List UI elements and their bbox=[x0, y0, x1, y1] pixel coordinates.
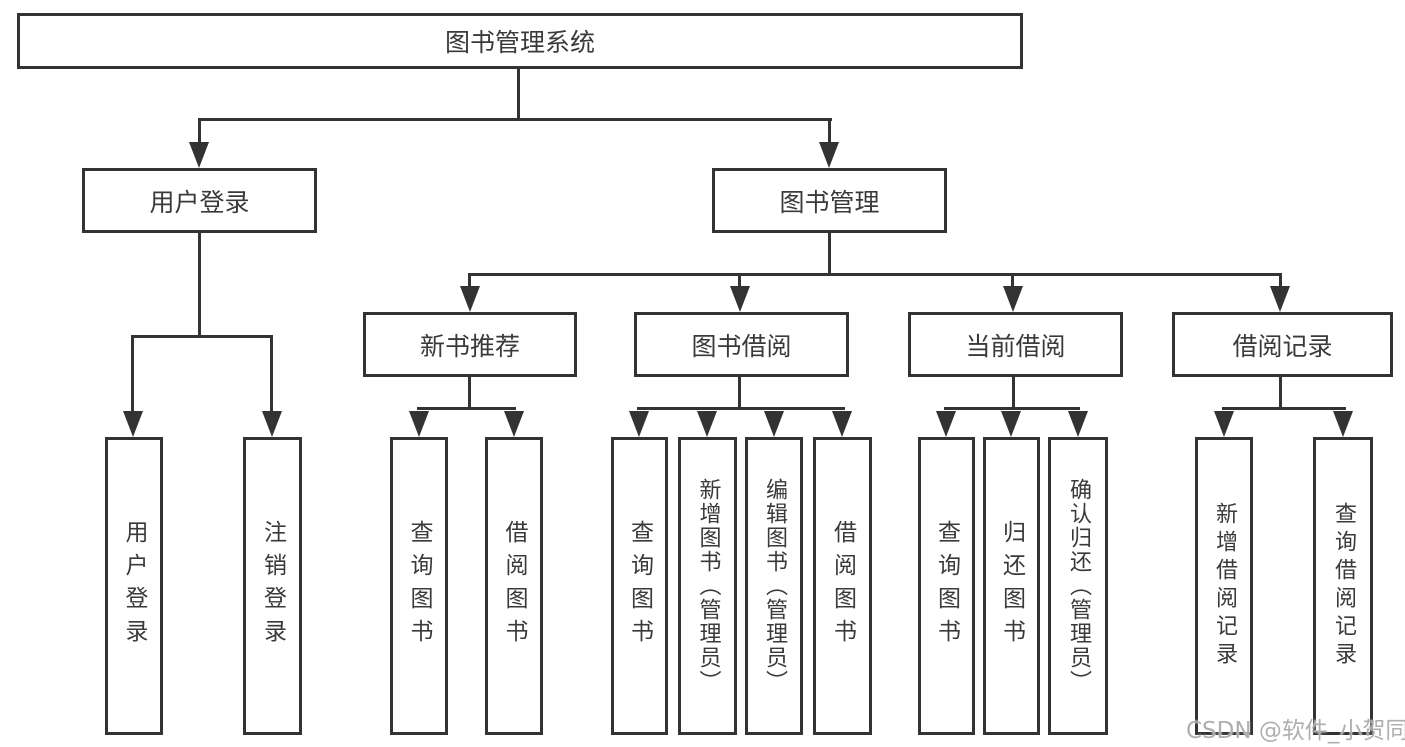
arrow-down-icon bbox=[1214, 411, 1234, 437]
connector-line bbox=[1279, 276, 1282, 287]
connector-line bbox=[131, 335, 273, 338]
connector-line bbox=[198, 118, 832, 121]
leaf-query-book-borrow: 查询图书 bbox=[611, 437, 668, 735]
arrow-down-icon bbox=[1270, 286, 1290, 312]
arrow-down-icon bbox=[1333, 411, 1353, 437]
arrow-down-icon bbox=[697, 411, 717, 437]
arrow-down-icon bbox=[123, 411, 143, 437]
arrow-down-icon bbox=[1003, 286, 1023, 312]
connector-line bbox=[517, 69, 520, 121]
arrow-down-icon bbox=[409, 411, 429, 437]
arrow-down-icon bbox=[629, 411, 649, 437]
connector-line bbox=[1279, 377, 1282, 410]
leaf-return-book: 归还图书 bbox=[983, 437, 1040, 735]
node-library-system: 图书管理系统 bbox=[17, 13, 1023, 69]
connector-line bbox=[944, 407, 1080, 410]
leaf-add-book-admin: 新增图书（管理员） bbox=[678, 437, 737, 735]
node-new-book-recommend: 新书推荐 bbox=[363, 312, 577, 377]
node-book-management: 图书管理 bbox=[712, 168, 947, 233]
arrow-down-icon bbox=[504, 411, 524, 437]
arrow-down-icon bbox=[262, 411, 282, 437]
leaf-borrow-book-recommend: 借阅图书 bbox=[485, 437, 543, 735]
connector-line bbox=[828, 121, 831, 143]
node-user-login: 用户登录 bbox=[82, 168, 317, 233]
node-borrow-record: 借阅记录 bbox=[1172, 312, 1393, 377]
connector-line bbox=[1011, 276, 1014, 287]
leaf-edit-book-admin: 编辑图书（管理员） bbox=[745, 437, 803, 735]
arrow-down-icon bbox=[936, 411, 956, 437]
csdn-watermark: CSDN @软件_小贺同学 bbox=[1186, 718, 1405, 744]
connector-line bbox=[468, 276, 471, 287]
connector-line bbox=[1012, 377, 1015, 410]
leaf-logout: 注销登录 bbox=[243, 437, 302, 735]
arrow-down-icon bbox=[1068, 411, 1088, 437]
arrow-down-icon bbox=[1001, 411, 1021, 437]
connector-line bbox=[417, 407, 516, 410]
leaf-borrow-book: 借阅图书 bbox=[813, 437, 872, 735]
connector-line bbox=[198, 121, 201, 143]
leaf-add-borrow-record: 新增借阅记录 bbox=[1195, 437, 1253, 735]
arrow-down-icon bbox=[730, 286, 750, 312]
connector-line bbox=[131, 338, 134, 412]
connector-line bbox=[468, 377, 471, 410]
leaf-confirm-return-admin: 确认归还（管理员） bbox=[1048, 437, 1108, 735]
connector-line bbox=[637, 407, 845, 410]
leaf-query-borrow-record: 查询借阅记录 bbox=[1313, 437, 1373, 735]
leaf-user-login: 用户登录 bbox=[105, 437, 163, 735]
connector-line bbox=[198, 233, 201, 338]
arrow-down-icon bbox=[460, 286, 480, 312]
arrow-down-icon bbox=[832, 411, 852, 437]
connector-line bbox=[468, 273, 1282, 276]
connector-line bbox=[828, 233, 831, 276]
arrow-down-icon bbox=[189, 142, 209, 168]
connector-line bbox=[270, 338, 273, 412]
arrow-down-icon bbox=[819, 142, 839, 168]
connector-line bbox=[738, 276, 741, 287]
leaf-query-book-current: 查询图书 bbox=[918, 437, 975, 735]
arrow-down-icon bbox=[764, 411, 784, 437]
connector-line bbox=[738, 377, 741, 410]
connector-line bbox=[1222, 407, 1346, 410]
node-book-borrow: 图书借阅 bbox=[634, 312, 849, 377]
node-current-borrow: 当前借阅 bbox=[908, 312, 1123, 377]
leaf-query-book-recommend: 查询图书 bbox=[390, 437, 448, 735]
